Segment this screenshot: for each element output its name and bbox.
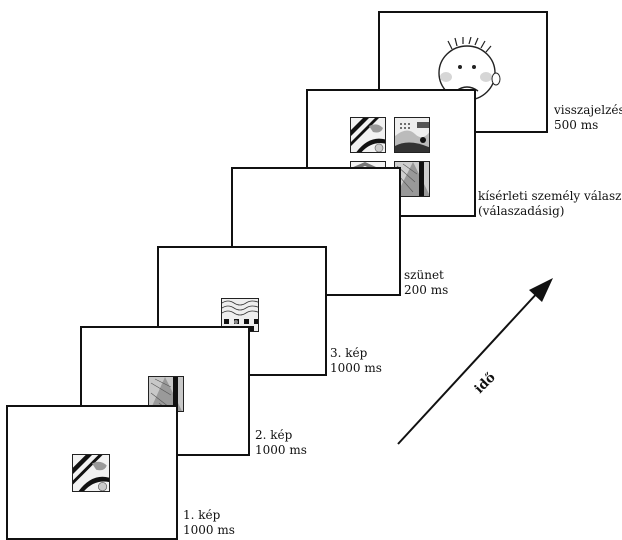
time-arrow (0, 0, 622, 536)
